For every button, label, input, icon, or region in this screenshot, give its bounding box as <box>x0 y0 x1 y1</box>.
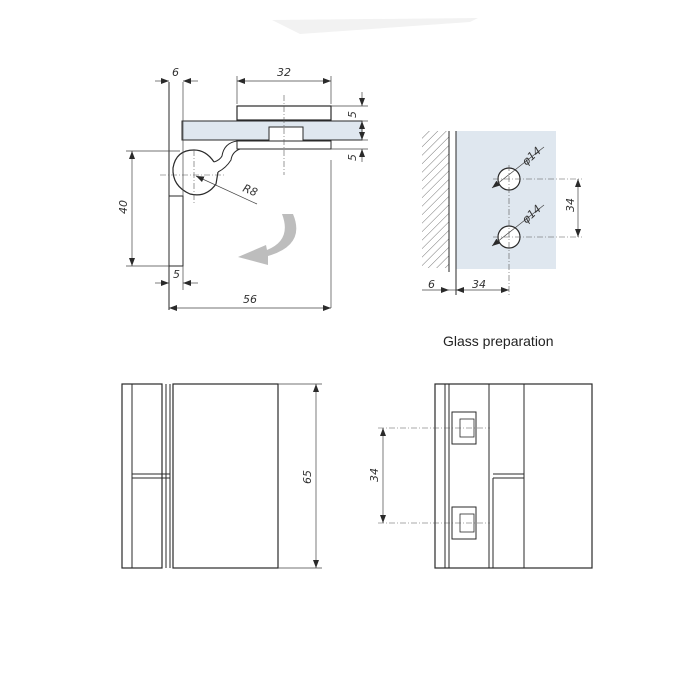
decorative-swoosh <box>272 18 478 34</box>
dim-height: 40 <box>117 200 130 214</box>
wall-hatch <box>422 131 449 268</box>
hinge-side-view: 34 <box>368 383 593 569</box>
dim-wall-gap: 6 <box>428 278 435 291</box>
dim-side-hole-spacing: 34 <box>368 468 381 482</box>
dim-hole-offset: 34 <box>472 278 486 291</box>
dim-plate-thickness-1: 5 <box>346 111 359 118</box>
clamp-bolt <box>268 126 304 142</box>
dim-bottom-gap: 5 <box>173 268 180 281</box>
dim-radius: R8 <box>241 182 259 200</box>
glass-preparation-view: φ14 φ14 34 6 34 <box>422 131 582 295</box>
hinge-arm <box>213 140 241 173</box>
hinge-front-view: 65 <box>121 383 322 569</box>
dim-front-height: 65 <box>301 470 314 484</box>
rotation-arrow-icon <box>238 214 297 265</box>
dim-top-plate-width: 32 <box>277 66 291 79</box>
front-wall-leaf <box>121 383 163 569</box>
hinge-section-view: 6 32 5 5 40 R8 5 56 <box>117 66 368 311</box>
front-glass-plate <box>172 383 279 569</box>
dim-overall-width: 56 <box>243 293 257 306</box>
glass-preparation-caption: Glass preparation <box>443 333 554 349</box>
wall-leaf <box>168 195 184 267</box>
dim-plate-thickness-2: 5 <box>346 154 359 161</box>
dim-top-wall-gap: 6 <box>172 66 179 79</box>
dim-hole-spacing: 34 <box>564 198 577 212</box>
hinge-knuckle <box>172 149 219 196</box>
